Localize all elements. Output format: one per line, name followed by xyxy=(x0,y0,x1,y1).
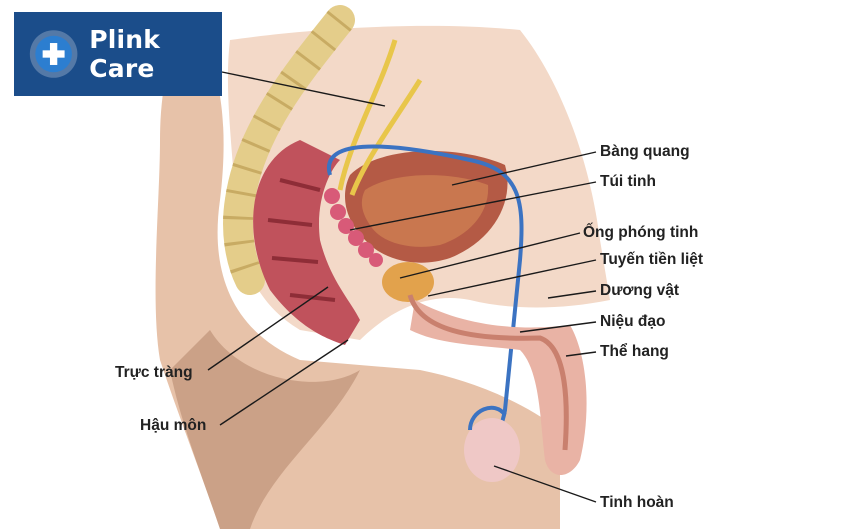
label-urethra: Niệu đạo xyxy=(600,313,666,330)
nerve xyxy=(337,39,423,196)
rectum-folds xyxy=(267,178,336,302)
prostate xyxy=(382,262,434,302)
brand-logo: Plink Care xyxy=(14,12,222,96)
seminal-vesicle xyxy=(324,188,383,267)
label-seminal-vesicle: Túi tinh xyxy=(600,173,656,190)
label-testis: Tinh hoàn xyxy=(600,494,674,511)
label-anus: Hậu môn xyxy=(140,417,207,434)
penis xyxy=(410,300,587,475)
label-prostate: Tuyến tiền liệt xyxy=(600,251,704,268)
label-penis: Dương vật xyxy=(600,282,680,299)
bladder-inner xyxy=(361,175,489,247)
label-rectum: Trực tràng xyxy=(115,364,193,381)
label-corpus-cavernosum: Thể hang xyxy=(600,343,669,360)
epididymis xyxy=(468,405,507,431)
label-ejaculatory-duct: Ống phóng tinh xyxy=(583,224,699,241)
body-back-shadow xyxy=(170,330,360,529)
urethra xyxy=(407,294,569,451)
brand-name: Plink Care xyxy=(89,25,161,83)
label-bladder: Bàng quang xyxy=(600,143,690,160)
spine-segments xyxy=(223,10,352,287)
testis xyxy=(464,418,520,482)
medical-cross-icon xyxy=(29,30,78,78)
leader-lines xyxy=(207,71,597,503)
rectum xyxy=(253,140,360,345)
